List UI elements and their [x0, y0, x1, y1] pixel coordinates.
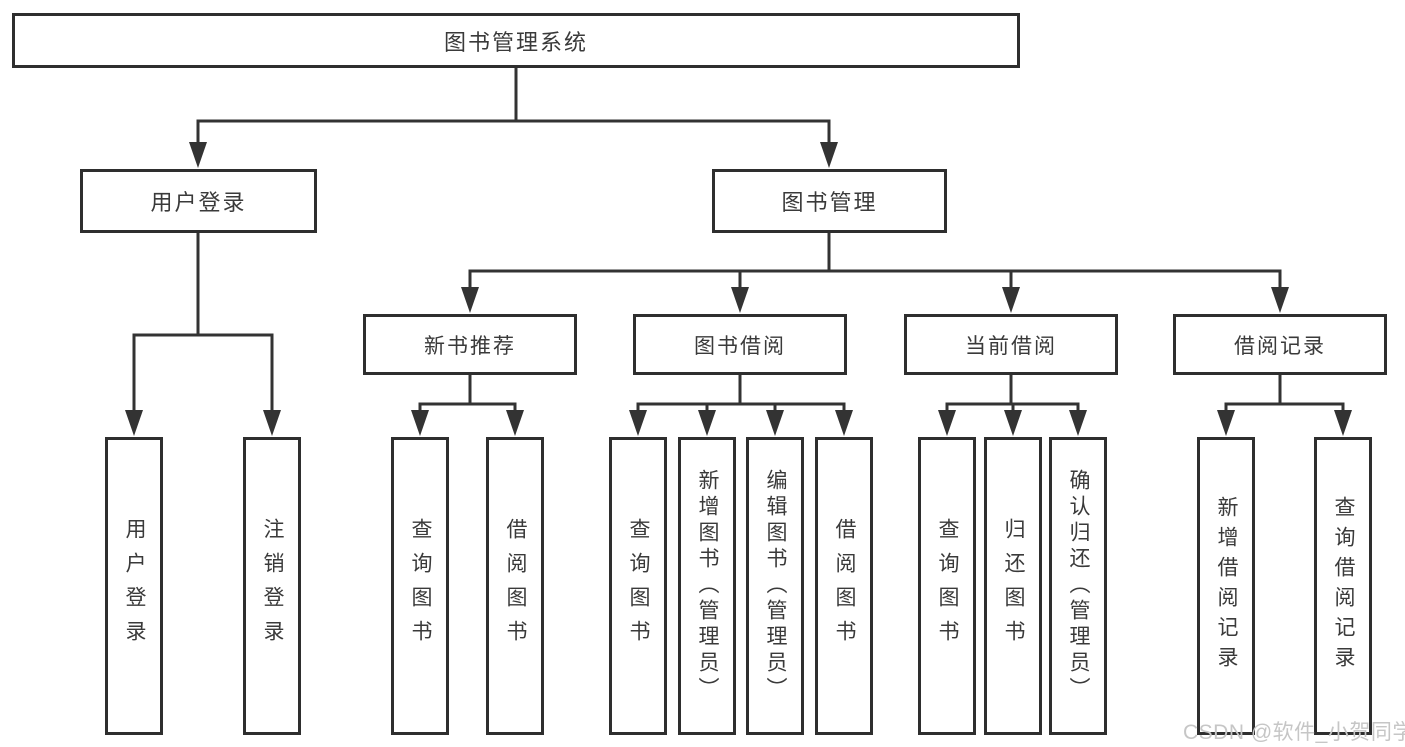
arrowhead-icon: [1002, 287, 1020, 313]
arrowhead-icon: [1334, 410, 1352, 436]
connector-userlogin: [132, 233, 274, 414]
arrowhead-icon: [506, 410, 524, 436]
connector-level3: [468, 269, 1282, 291]
node-new-book-recommendation: 新书推荐: [363, 314, 577, 375]
arrowhead-icon: [125, 410, 143, 436]
arrowhead-icon: [189, 142, 207, 168]
node-leaf-edit-books-admin: 编辑图书（管理员）: [746, 437, 804, 735]
node-book-management: 图书管理: [712, 169, 947, 233]
connector-newbookrec: [418, 375, 517, 414]
node-leaf-query-books: 查询图书: [391, 437, 449, 735]
node-leaf-add-books-admin: 新增图书（管理员）: [678, 437, 736, 735]
node-library-management-system: 图书管理系统: [12, 13, 1020, 68]
node-leaf-borrow-books: 借阅图书: [486, 437, 544, 735]
node-leaf-return-books: 归还图书: [984, 437, 1042, 735]
csdn-watermark: CSDN @软件_小贺同学: [1183, 721, 1405, 744]
connector-borrowrecord: [1224, 375, 1345, 414]
node-leaf-logout: 注销登录: [243, 437, 301, 735]
arrowhead-icon: [263, 410, 281, 436]
node-leaf-query-borrow-record: 查询借阅记录: [1314, 437, 1372, 735]
node-leaf-confirm-return-admin: 确认归还（管理员）: [1049, 437, 1107, 735]
node-leaf-borrow-books: 借阅图书: [815, 437, 873, 735]
arrowhead-icon: [938, 410, 956, 436]
arrowhead-icon: [1271, 287, 1289, 313]
arrowhead-icon: [1004, 410, 1022, 436]
node-leaf-user-login: 用户登录: [105, 437, 163, 735]
connector-currentborrow: [945, 375, 1080, 414]
arrowhead-icon: [835, 410, 853, 436]
arrowhead-icon: [698, 410, 716, 436]
node-borrowing-records: 借阅记录: [1173, 314, 1387, 375]
arrowhead-icon: [411, 410, 429, 436]
arrowhead-icon: [731, 287, 749, 313]
arrowhead-icon: [766, 410, 784, 436]
node-book-borrowing: 图书借阅: [633, 314, 847, 375]
node-user-login: 用户登录: [80, 169, 317, 233]
arrowhead-icon: [1069, 410, 1087, 436]
arrowhead-icon: [1217, 410, 1235, 436]
node-leaf-add-borrow-record: 新增借阅记录: [1197, 437, 1255, 735]
node-leaf-query-books: 查询图书: [609, 437, 667, 735]
connector-level2: [196, 119, 831, 146]
node-leaf-query-books: 查询图书: [918, 437, 976, 735]
node-current-borrowing: 当前借阅: [904, 314, 1118, 375]
connector-bookborrow: [636, 375, 846, 414]
arrowhead-icon: [629, 410, 647, 436]
arrowhead-icon: [461, 287, 479, 313]
arrowhead-icon: [820, 142, 838, 168]
